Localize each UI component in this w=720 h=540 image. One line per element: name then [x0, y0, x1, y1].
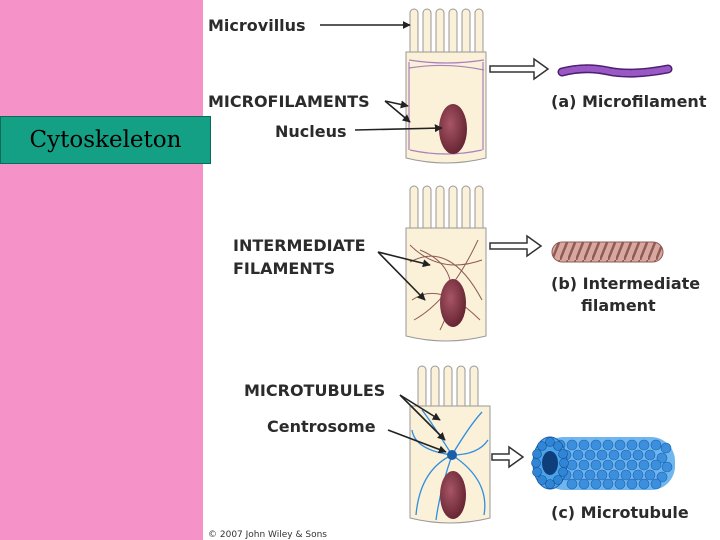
label-intermediate-line1: INTERMEDIATE — [233, 236, 366, 255]
label-nucleus: Nucleus — [275, 122, 347, 141]
inset-label-c: (c) Microtubule — [551, 503, 689, 522]
label-intermediate-line2: FILAMENTS — [233, 259, 335, 278]
nucleus-shape-2 — [440, 279, 466, 327]
pink-side-panel — [0, 0, 203, 540]
microfilament-inset — [557, 64, 673, 78]
label-microtubules: MICROTUBULES — [244, 381, 385, 400]
nucleus-shape-1 — [439, 104, 467, 154]
inset-label-b-line2: filament — [581, 296, 656, 315]
inset-label-b-line1: (b) Intermediate — [551, 274, 700, 293]
label-centrosome: Centrosome — [267, 417, 376, 436]
inset-arrows — [489, 57, 550, 469]
cell-microtubules — [409, 365, 491, 524]
copyright-notice: © 2007 John Wiley & Sons — [208, 530, 327, 540]
intermediate-filament-inset — [551, 241, 664, 263]
centrosome-shape — [447, 450, 457, 460]
nucleus-shape-3 — [440, 471, 466, 519]
microtubule-inset — [531, 436, 675, 490]
cell-microfilaments — [405, 8, 487, 164]
label-microvillus: Microvillus — [208, 16, 306, 35]
slide-title: Cytoskeleton — [0, 116, 211, 164]
cell-intermediate-filaments — [405, 185, 487, 342]
inset-label-a: (a) Microfilament — [551, 92, 707, 111]
label-microfilaments: MICROFILAMENTS — [208, 92, 370, 111]
